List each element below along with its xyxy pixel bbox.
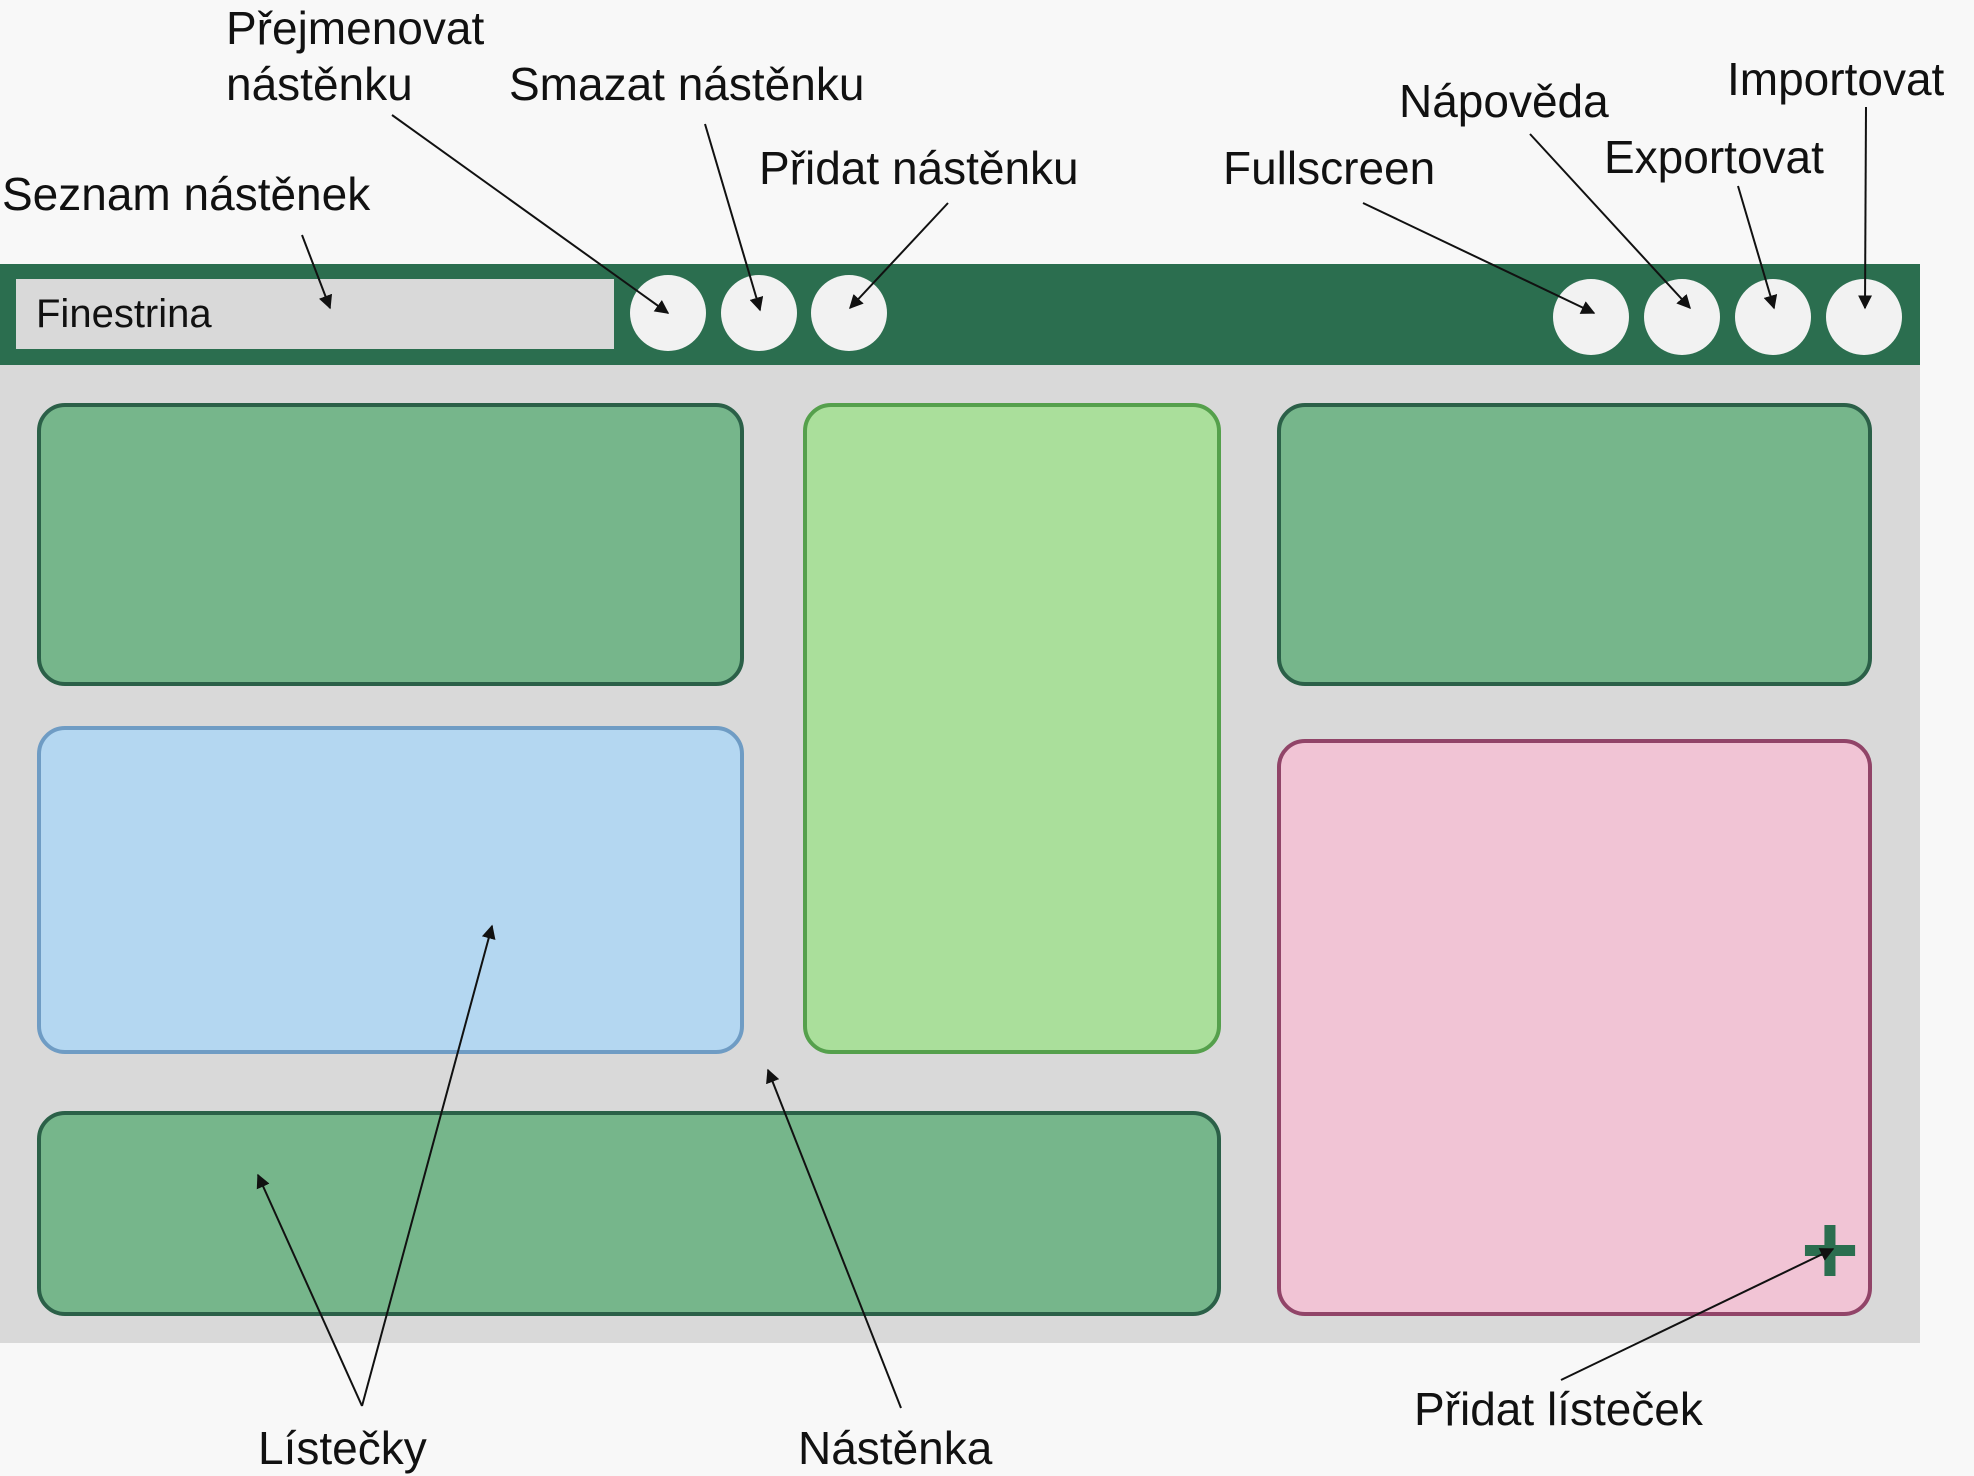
note-card-pink[interactable]: [1277, 739, 1872, 1316]
label-export: Exportovat: [1604, 131, 1824, 183]
help-button[interactable]: [1644, 279, 1720, 355]
label-board-list: Seznam nástěnek: [2, 168, 371, 220]
rename-board-button[interactable]: [630, 275, 706, 351]
label-help: Nápověda: [1399, 75, 1609, 127]
note-card-green-1[interactable]: [37, 403, 744, 686]
import-button[interactable]: [1826, 279, 1902, 355]
board-list-select[interactable]: Finestrina: [16, 279, 614, 349]
fullscreen-button[interactable]: [1553, 279, 1629, 355]
label-rename-board: Přejmenovat nástěnku: [226, 2, 485, 110]
note-card-light-green[interactable]: [803, 403, 1221, 1054]
note-card-green-3[interactable]: [37, 1111, 1221, 1316]
add-note-button[interactable]: +: [1800, 1194, 1860, 1306]
export-button[interactable]: [1735, 279, 1811, 355]
delete-board-button[interactable]: [721, 275, 797, 351]
note-card-blue[interactable]: [37, 726, 744, 1054]
label-notes: Lístečky: [258, 1422, 427, 1474]
label-import: Importovat: [1727, 53, 1945, 105]
label-add-board: Přidat nástěnku: [759, 142, 1079, 194]
note-card-green-2[interactable]: [1277, 403, 1872, 686]
add-board-button[interactable]: [811, 275, 887, 351]
label-delete-board: Smazat nástěnku: [509, 58, 865, 110]
label-board: Nástěnka: [798, 1422, 993, 1474]
label-add-note: Přidat lísteček: [1414, 1383, 1703, 1435]
label-fullscreen: Fullscreen: [1223, 142, 1436, 194]
